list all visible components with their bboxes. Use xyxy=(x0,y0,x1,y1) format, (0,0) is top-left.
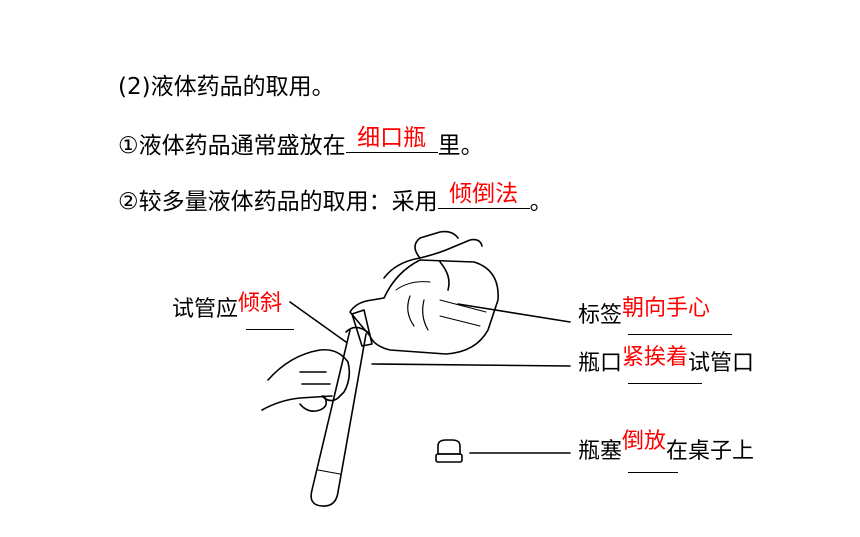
mouth-leader-line xyxy=(371,363,571,367)
mouth-prefix: 瓶口 xyxy=(578,351,623,376)
mouth-answer: 紧挨着 xyxy=(622,345,689,370)
stopper-suffix: 在桌子上 xyxy=(666,439,755,464)
reagent-bottle-icon xyxy=(349,259,499,355)
tube-label: 试管应倾斜 xyxy=(172,291,282,324)
stopper-answer: 倒放 xyxy=(622,429,667,454)
label-row: 标签朝向手心 xyxy=(578,296,710,330)
item-2-blank: 倾倒法 xyxy=(437,181,530,209)
tube-answer: 倾斜 xyxy=(238,291,283,316)
tube-leader-line xyxy=(289,301,347,343)
tube-label-text: 试管应 xyxy=(172,297,239,322)
stopper-answer-underline xyxy=(628,472,678,473)
item-1: ①液体药品通常盛放在细口瓶里。 xyxy=(118,125,484,161)
item-2-suffix: 。 xyxy=(529,189,553,215)
stopper-prefix: 瓶塞 xyxy=(578,439,623,464)
stopper-icon xyxy=(435,439,463,463)
heading-text: (2)液体药品的取用。 xyxy=(118,74,335,100)
item-1-suffix: 里。 xyxy=(437,133,484,159)
stopper-row: 瓶塞倒放在桌子上 xyxy=(578,429,755,466)
right-hand-icon xyxy=(383,230,483,331)
label-prefix: 标签 xyxy=(578,303,623,328)
mouth-row: 瓶口紧挨着试管口 xyxy=(578,345,755,378)
section-heading: (2)液体药品的取用。 xyxy=(118,72,335,102)
label-answer: 朝向手心 xyxy=(622,296,711,321)
left-hand-icon xyxy=(261,348,351,412)
mouth-answer-underline xyxy=(628,383,702,384)
item-1-answer: 细口瓶 xyxy=(357,125,427,151)
item-2: ②较多量液体药品的取用：采用倾倒法。 xyxy=(118,181,553,217)
item-1-blank: 细口瓶 xyxy=(345,125,438,153)
tube-answer-underline xyxy=(246,329,294,330)
label-leader-line xyxy=(457,303,571,323)
mouth-suffix: 试管口 xyxy=(688,351,755,376)
item-2-prefix: ②较多量液体药品的取用：采用 xyxy=(118,189,438,215)
label-answer-underline xyxy=(628,334,732,335)
item-2-answer: 倾倒法 xyxy=(449,181,519,207)
item-1-prefix: ①液体药品通常盛放在 xyxy=(118,133,346,159)
